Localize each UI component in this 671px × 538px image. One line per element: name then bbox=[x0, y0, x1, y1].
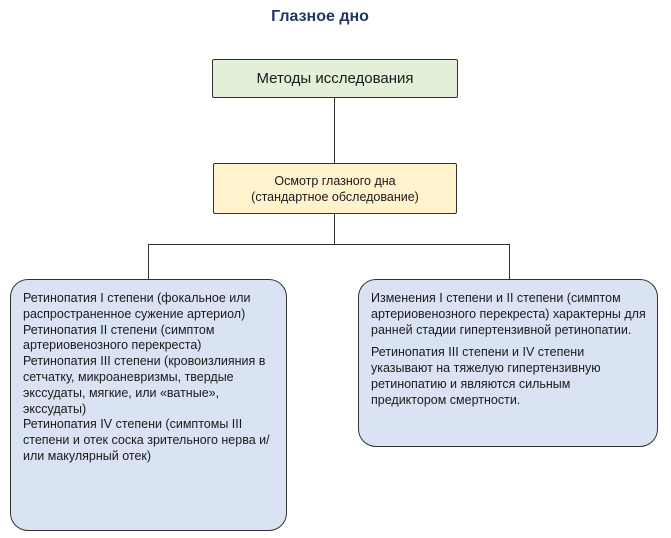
grade-2-text: Ретинопатия II степени (симптом артериов… bbox=[23, 322, 215, 353]
connector-left-branch bbox=[148, 244, 149, 279]
connector-right-branch bbox=[509, 244, 510, 279]
grade-4-text: Ретинопатия IV степени (симптомы III сте… bbox=[23, 417, 270, 463]
fundus-exam-sublabel: (стандартное обследование) bbox=[251, 189, 419, 204]
connector-methods-fundus bbox=[334, 98, 335, 163]
fundus-exam-box: Осмотр глазного дна (стандартное обследо… bbox=[213, 163, 457, 214]
early-stage-text: Изменения I степени и II степени (симпто… bbox=[371, 291, 646, 337]
interpretation-box: Изменения I степени и II степени (симпто… bbox=[358, 279, 658, 447]
methods-box: Методы исследования bbox=[212, 59, 458, 98]
grade-3-text: Ретинопатия III степени (кровоизлияния в… bbox=[23, 354, 266, 416]
fundus-exam-label: Осмотр глазного дна bbox=[274, 173, 396, 188]
severe-stage-text: Ретинопатия III степени и IV степени ука… bbox=[371, 345, 601, 407]
grade-1-text: Ретинопатия I степени (фокальное или рас… bbox=[23, 291, 251, 321]
connector-fundus-down bbox=[334, 214, 335, 244]
page-title: Глазное дно bbox=[271, 8, 369, 25]
methods-box-label: Методы исследования bbox=[256, 70, 414, 87]
connector-horizontal bbox=[148, 244, 510, 245]
retinopathy-grades-box: Ретинопатия I степени (фокальное или рас… bbox=[10, 279, 287, 531]
